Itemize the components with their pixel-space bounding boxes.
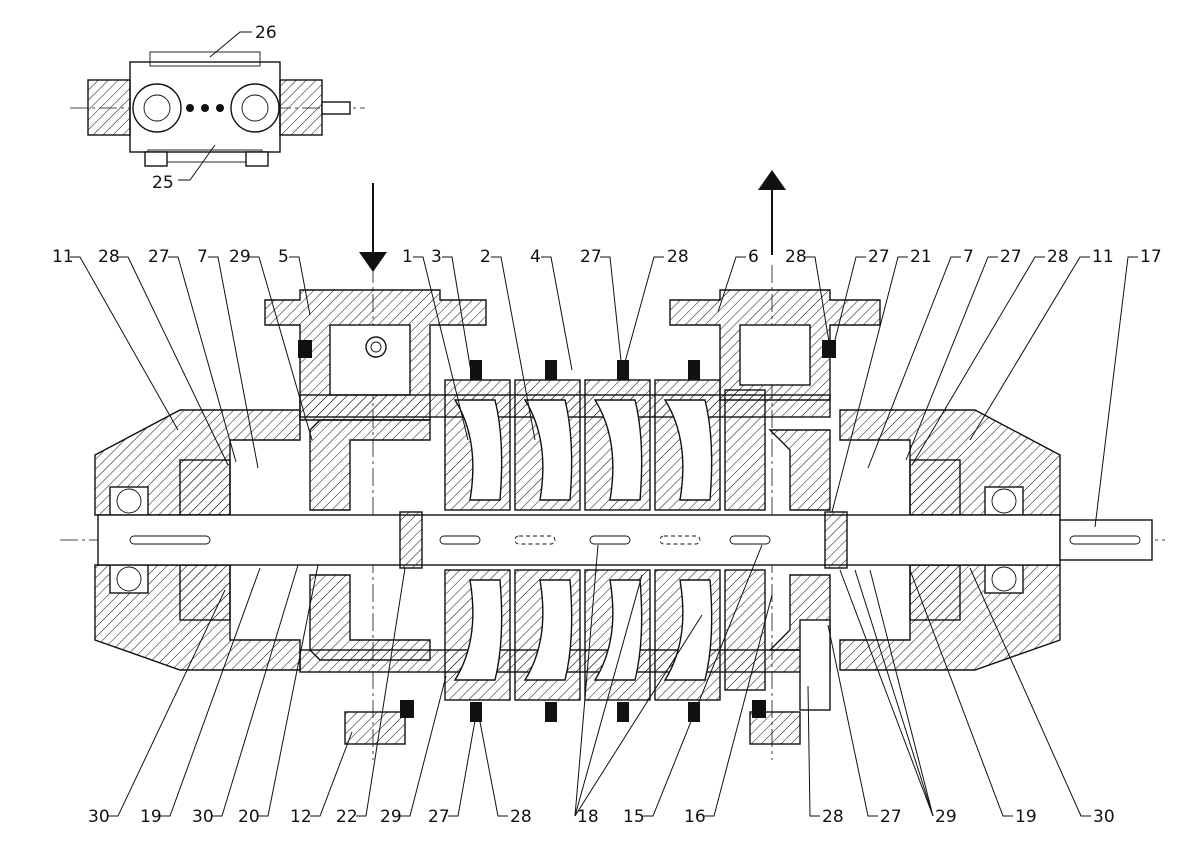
callout-5: 5 [278,247,289,267]
callout-29-b: 29 [380,807,402,827]
callout-30-b: 30 [192,807,214,827]
callout-29-c: 29 [935,807,957,827]
callout-12: 12 [290,807,312,827]
callout-22: 22 [336,807,358,827]
callout-17: 17 [1140,247,1162,267]
callout-30-a: 30 [88,807,110,827]
stage-casings-lower [444,569,766,701]
main-section-view [60,265,1165,760]
callout-27-e: 27 [428,807,450,827]
callout-1: 1 [402,247,413,267]
callout-18: 18 [577,807,599,827]
tie-bolts [298,340,836,722]
callout-27-a: 27 [148,247,170,267]
callout-7-left: 7 [197,247,208,267]
callout-27-c: 27 [868,247,890,267]
callout-28-d: 28 [1047,247,1069,267]
callout-30-c: 30 [1093,807,1115,827]
callout-2: 2 [480,247,491,267]
top-view [70,51,365,167]
callout-26: 26 [209,23,277,58]
callout-27-f: 27 [880,807,902,827]
callout-19-left: 19 [140,807,162,827]
callout-16: 16 [684,807,706,827]
callout-28-a: 28 [98,247,120,267]
callout-28-e: 28 [510,807,532,827]
callout-21: 21 [910,247,932,267]
callout-19-right: 19 [1015,807,1037,827]
callout-11-right: 11 [1092,247,1114,267]
callout-11-left: 11 [52,247,74,267]
callout-27-b: 27 [580,247,602,267]
callout-15: 15 [623,807,645,827]
svg-text:25: 25 [152,173,174,193]
top-callouts: 11 28 27 7 29 5 1 3 2 4 27 28 6 [52,247,1162,528]
callout-29-a: 29 [229,247,251,267]
callout-20: 20 [238,807,260,827]
callout-25: 25 [152,144,216,193]
callout-4: 4 [530,247,541,267]
callout-27-d: 27 [1000,247,1022,267]
callout-6: 6 [748,247,759,267]
callout-3: 3 [431,247,442,267]
callout-28-c: 28 [785,247,807,267]
bottom-callouts: 30 19 30 20 12 22 29 27 28 18 15 16 [88,544,1115,827]
callout-28-b: 28 [667,247,689,267]
callout-7-right: 7 [963,247,974,267]
svg-text:26: 26 [255,23,277,43]
stage-casings-upper [444,379,766,511]
callout-28-f: 28 [822,807,844,827]
